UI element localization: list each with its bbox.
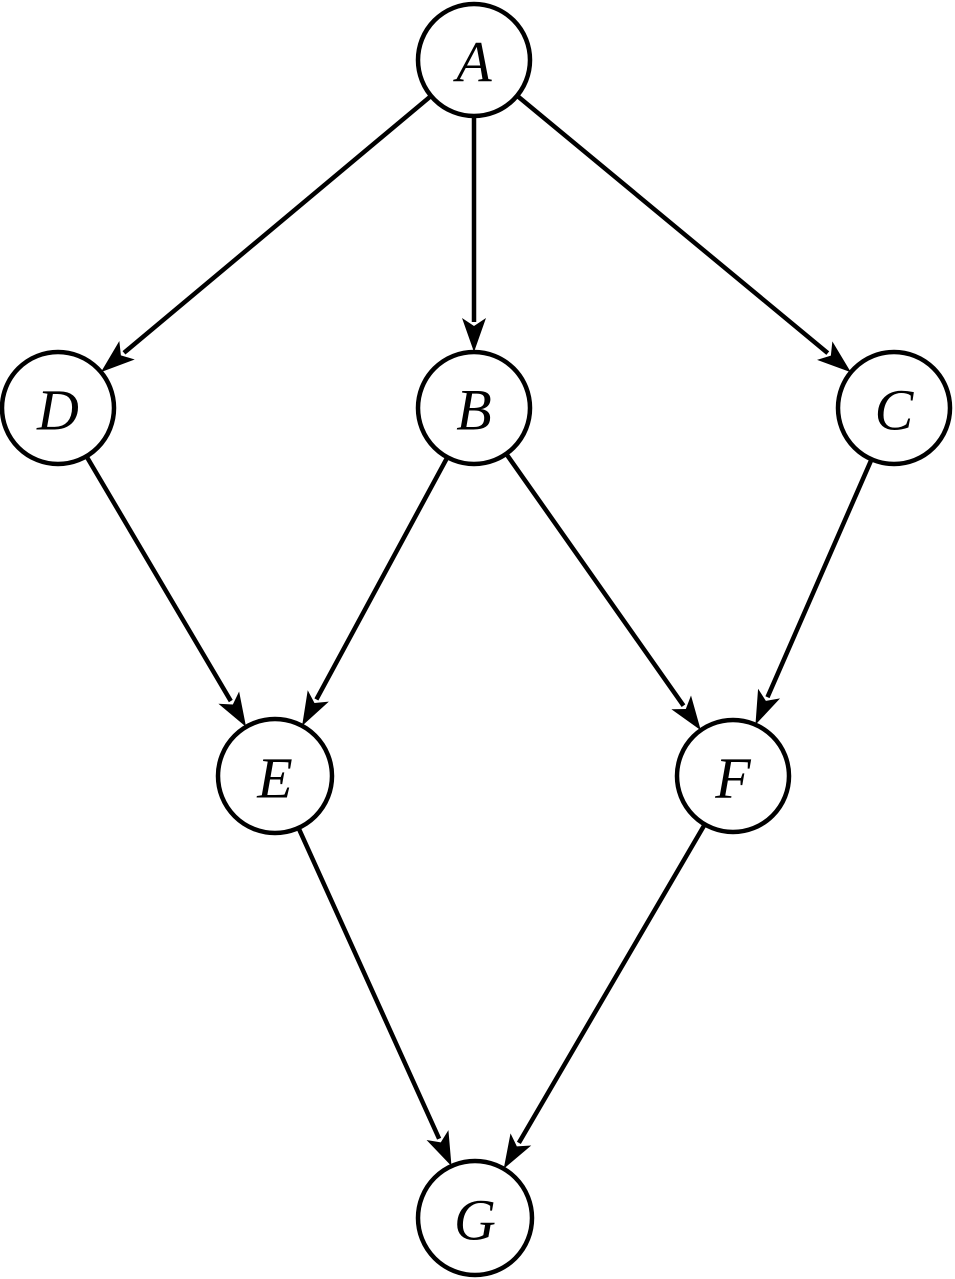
node-label: A <box>452 30 492 95</box>
node-a[interactable]: A <box>415 1 533 119</box>
arrow-head-icon <box>100 341 135 373</box>
edges-layer <box>84 93 874 1169</box>
node-label: F <box>714 746 751 811</box>
node-circle[interactable] <box>674 717 792 835</box>
arrow-head-icon <box>302 690 329 726</box>
edge-f-to-g <box>503 823 707 1169</box>
node-label: E <box>256 746 292 811</box>
node-d[interactable]: D <box>0 349 117 467</box>
edge-line <box>765 458 874 699</box>
edge-line <box>515 93 830 355</box>
edge-line <box>504 452 686 707</box>
node-label: D <box>36 378 79 443</box>
edge-b-to-e <box>302 456 450 726</box>
arrow-head-icon <box>671 695 701 731</box>
arrow-head-icon <box>503 1133 532 1169</box>
edge-line <box>314 456 450 701</box>
node-circle[interactable] <box>415 1158 535 1278</box>
edge-line <box>516 823 707 1144</box>
node-label: G <box>454 1188 496 1253</box>
node-circle[interactable] <box>0 349 117 467</box>
edge-a-to-c <box>515 93 851 373</box>
arrow-head-icon <box>817 341 851 373</box>
edge-line <box>122 94 433 355</box>
edge-c-to-f <box>755 458 874 725</box>
node-g[interactable]: G <box>415 1158 535 1278</box>
arrow-head-icon <box>218 691 247 727</box>
node-label: C <box>875 378 915 443</box>
node-c[interactable]: C <box>835 349 953 467</box>
edge-d-to-e <box>84 455 247 727</box>
arrow-head-icon <box>755 688 781 725</box>
node-circle[interactable] <box>215 716 335 836</box>
edge-line <box>296 827 442 1140</box>
node-circle[interactable] <box>415 349 533 467</box>
edge-b-to-f <box>504 452 701 731</box>
node-circle[interactable] <box>835 349 953 467</box>
edge-e-to-g <box>296 827 452 1167</box>
node-label: B <box>456 378 491 443</box>
node-circle[interactable] <box>415 1 533 119</box>
node-e[interactable]: E <box>215 716 335 836</box>
edge-a-to-d <box>100 94 433 373</box>
edge-a-to-b <box>462 116 486 352</box>
arrow-head-icon <box>426 1130 452 1167</box>
node-b[interactable]: B <box>415 349 533 467</box>
edge-line <box>84 455 233 703</box>
arrow-head-icon <box>462 318 486 352</box>
node-f[interactable]: F <box>674 717 792 835</box>
